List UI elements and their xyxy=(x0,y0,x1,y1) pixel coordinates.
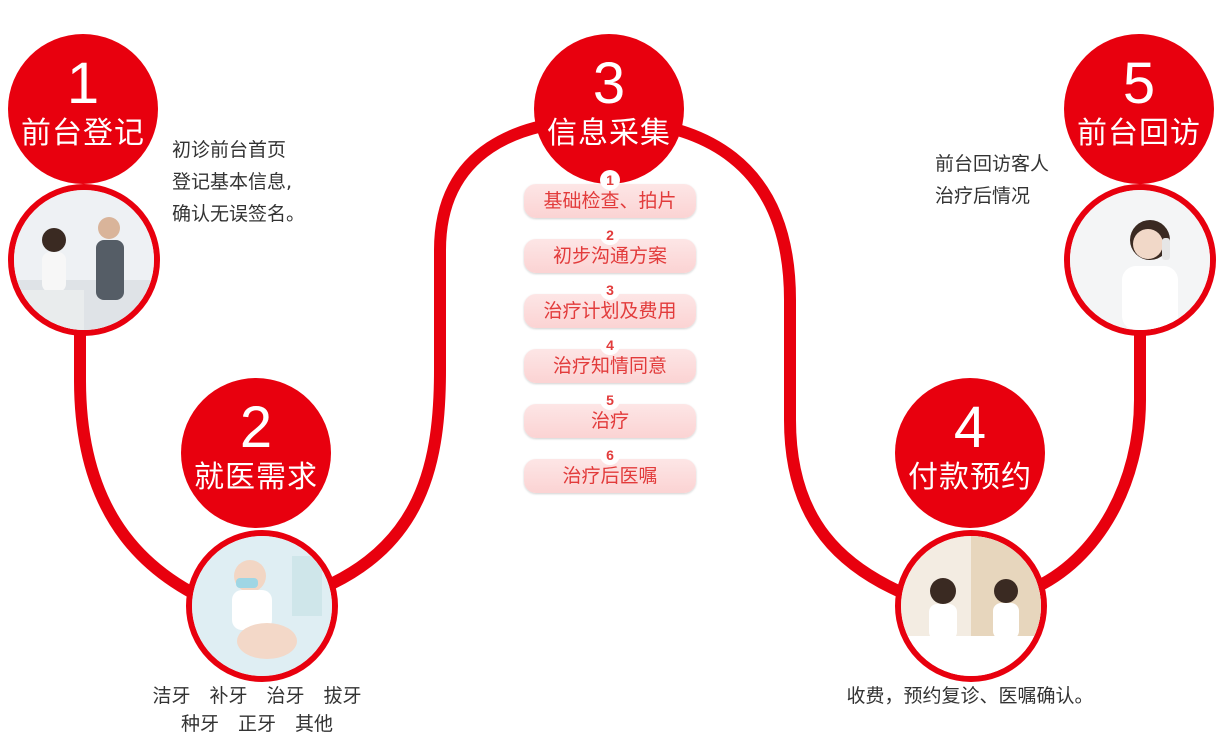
step5-description: 前台回访客人 治疗后情况 xyxy=(935,148,1049,212)
note-line: 初诊前台首页 xyxy=(172,139,287,161)
substep-6: 6 治疗后医嘱 xyxy=(524,445,696,493)
substep-label: 治疗知情同意 xyxy=(552,355,667,377)
step-circle-4: 4 付款预约 xyxy=(895,378,1045,528)
note-line: 种牙 正牙 其他 xyxy=(180,713,333,735)
step1-description: 初诊前台首页 登记基本信息, 确认无误签名。 xyxy=(172,134,305,230)
substep-4: 4 治疗知情同意 xyxy=(524,335,696,383)
substep-index: 6 xyxy=(600,445,620,465)
substep-index: 5 xyxy=(600,390,620,410)
step4-description: 收费，预约复诊、医嘱确认。 xyxy=(820,682,1120,710)
step-title: 前台登记 xyxy=(21,116,145,151)
substep-2: 2 初步沟通方案 xyxy=(524,225,696,273)
step-circle-2: 2 就医需求 xyxy=(181,378,331,528)
note-line: 登记基本信息, xyxy=(172,171,293,193)
substep-label: 治疗 xyxy=(590,410,629,432)
step-circle-5: 5 前台回访 xyxy=(1064,34,1214,184)
step-title: 前台回访 xyxy=(1077,116,1201,151)
substep-3: 3 治疗计划及费用 xyxy=(524,280,696,328)
step-number: 2 xyxy=(239,395,273,460)
substep-5: 5 治疗 xyxy=(524,390,696,438)
reception-photo xyxy=(8,184,160,336)
substep-label: 治疗计划及费用 xyxy=(543,300,677,322)
step-title: 就医需求 xyxy=(194,460,318,495)
payment-photo xyxy=(895,530,1047,682)
dental-photo xyxy=(186,530,338,682)
step-number: 5 xyxy=(1122,51,1156,116)
substep-label: 初步沟通方案 xyxy=(552,245,667,267)
substep-index: 4 xyxy=(600,335,620,355)
step2-description: 洁牙 补牙 治牙 拔牙 种牙 正牙 其他 xyxy=(132,682,382,738)
step-circle-3: 3 信息采集 xyxy=(534,34,684,184)
substep-label: 治疗后医嘱 xyxy=(562,465,658,487)
step-title: 信息采集 xyxy=(547,116,671,151)
substep-index: 1 xyxy=(600,170,620,190)
phone-photo xyxy=(1064,184,1216,336)
note-line: 收费，预约复诊、医嘱确认。 xyxy=(846,685,1094,707)
substep-index: 3 xyxy=(600,280,620,300)
step-number: 1 xyxy=(66,51,100,116)
note-line: 洁牙 补牙 治牙 拔牙 xyxy=(152,685,362,707)
note-line: 前台回访客人 xyxy=(935,153,1050,175)
step-number: 3 xyxy=(592,51,626,116)
substep-label: 基础检查、拍片 xyxy=(543,190,677,212)
substep-index: 2 xyxy=(600,225,620,245)
step-circle-1: 1 前台登记 xyxy=(8,34,158,184)
step-title: 付款预约 xyxy=(908,460,1032,495)
note-line: 确认无误签名。 xyxy=(172,203,306,225)
substep-1: 1 基础检查、拍片 xyxy=(524,170,696,218)
step-number: 4 xyxy=(953,395,987,460)
note-line: 治疗后情况 xyxy=(935,185,1031,207)
